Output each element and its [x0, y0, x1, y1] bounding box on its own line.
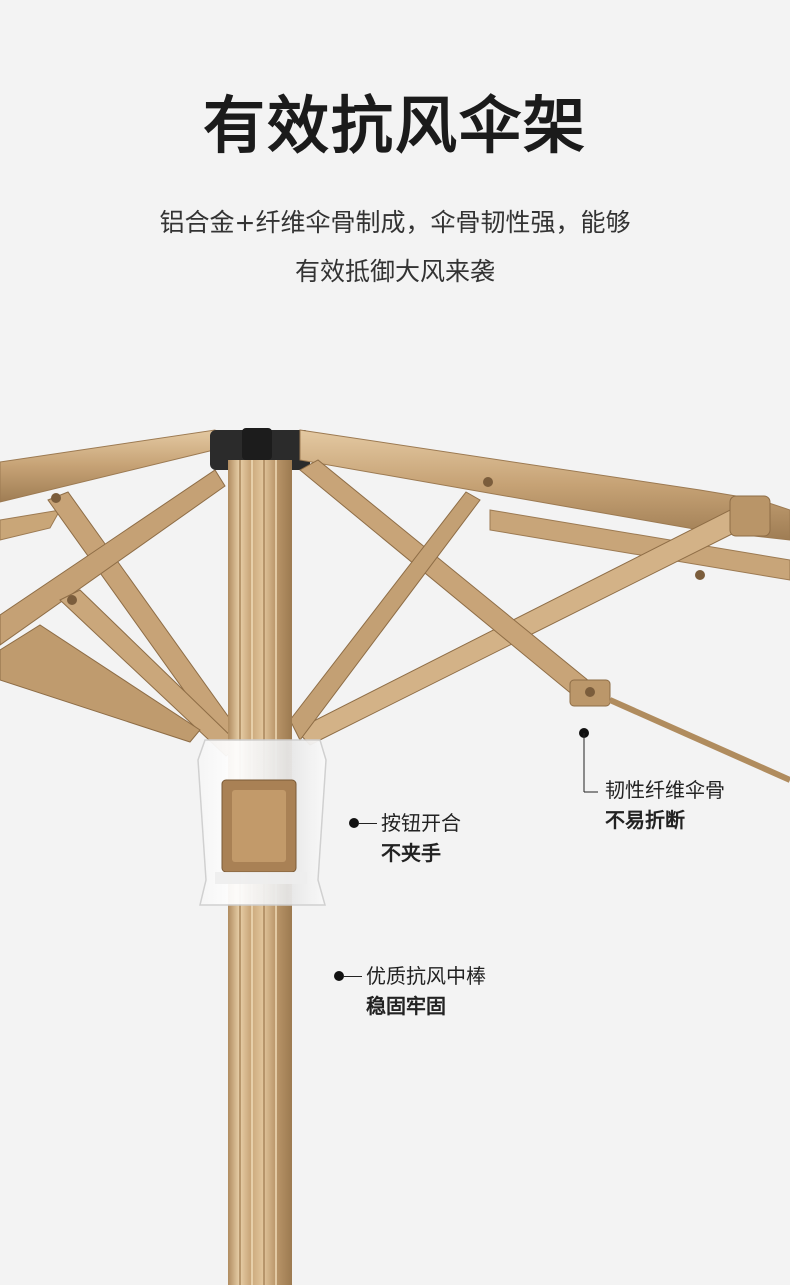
callout-shaft-tick: [344, 976, 362, 977]
subtitle-line-2: 有效抵御大风来袭: [294, 257, 495, 286]
umbrella-frame-illustration: [0, 428, 790, 1285]
callout-button: 按钮开合 不夹手: [381, 808, 461, 868]
callout-ribs-title: 韧性纤维伞骨: [605, 778, 725, 802]
callout-shaft-title: 优质抗风中棒: [366, 964, 486, 988]
right-ribs: [289, 429, 790, 783]
callout-ribs-detail: 不易折断: [605, 808, 685, 832]
callout-button-title: 按钮开合: [381, 811, 461, 835]
runner-housing: [197, 739, 327, 906]
callout-shaft-detail: 稳固牢固: [366, 994, 446, 1018]
callout-button-dot: [349, 818, 359, 828]
page-headline: 有效抗风伞架: [202, 89, 587, 162]
callout-button-tick: [359, 823, 377, 824]
callout-button-detail: 不夹手: [381, 841, 441, 865]
callout-ribs: 韧性纤维伞骨 不易折断: [605, 775, 725, 835]
subtitle-line-1: 铝合金+纤维伞骨制成，伞骨韧性强，能够: [159, 208, 631, 237]
left-ribs: [0, 429, 246, 757]
callout-shaft: 优质抗风中棒 稳固牢固: [366, 961, 486, 1021]
callout-shaft-dot: [334, 971, 344, 981]
